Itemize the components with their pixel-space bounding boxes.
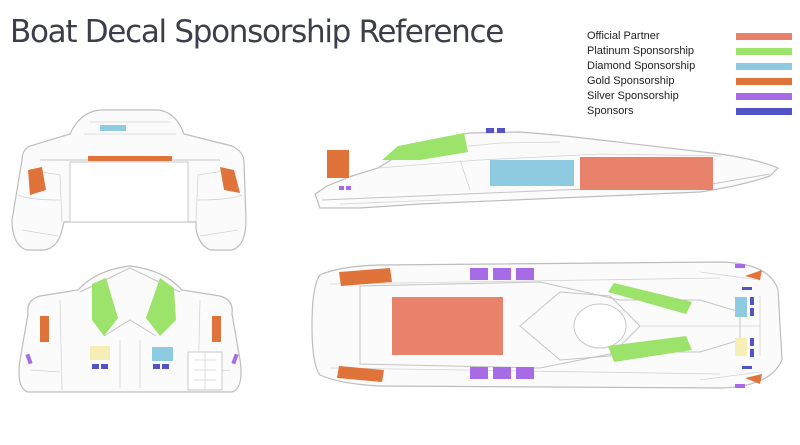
front-view [18,265,242,393]
top-view-sponsor-decal-2 [750,308,754,316]
side-view-platinum-decal [382,133,468,160]
top-view-silver-decal-2 [493,268,511,280]
legend-item-gold: Gold Sponsorship [587,75,797,90]
top-view-sponsor-decal-4 [750,349,754,357]
front-view-silver-decal-right [231,353,239,365]
top-view [311,261,783,389]
legend-swatch-official [736,33,792,40]
front-view-sponsor-decal-2 [101,364,108,369]
legend-label-gold: Gold Sponsorship [587,75,675,87]
top-view-silver-decal-5 [493,367,511,379]
legend-item-silver: Silver Sponsorship [587,90,797,105]
legend-item-platinum: Platinum Sponsorship [587,45,797,60]
legend-item-diamond: Diamond Sponsorship [587,60,797,75]
top-view-hull [311,261,783,389]
top-view-silver-decal-1 [470,268,488,280]
front-view-gold-decal-right [212,316,221,342]
front-view-platinum-decal-right [146,278,176,336]
front-view-hull [18,265,242,393]
side-view-diamond-decal [490,160,574,186]
top-view-sponsor-decal-3 [750,338,754,346]
front-view-gold-decal-left [40,316,49,342]
legend-label-official: Official Partner [587,30,660,42]
top-view-official-decal [392,297,503,355]
top-view-silver-decal-3 [516,268,534,280]
top-view-cockpit [573,303,627,349]
legend: Official Partner Platinum Sponsorship Di… [587,30,797,120]
front-view-platinum-decal-left [92,278,118,336]
top-view-silver-decal-7 [735,264,745,268]
legend-swatch-silver [736,93,792,100]
top-view-gold-decal-top [339,268,392,286]
page-title: Boat Decal Sponsorship Reference [10,14,504,50]
top-view-sponsor-decal-1 [750,297,754,305]
side-view-sponsor-decal-2 [497,128,505,133]
legend-item-official: Official Partner [587,30,797,45]
legend-swatch-sponsors [736,108,792,115]
top-view-sponsor-decal-5 [742,287,752,290]
legend-label-silver: Silver Sponsorship [587,90,679,102]
top-view-gold-decal-bottom [337,366,384,382]
top-view-gold-decal-tip-1 [745,270,762,280]
top-view-platinum-decal-top [608,283,692,314]
front-view-sponsor-decal-1 [92,364,99,369]
top-view-silver-decal-6 [516,367,534,379]
legend-swatch-diamond [736,63,792,70]
side-view-silver-decal-2 [346,186,351,190]
front-view-sponsor-decal-3 [153,364,160,369]
top-view-yellow-decal [735,338,747,356]
front-view-diamond-decal [152,347,173,361]
rear-view-gold-decal-right [220,167,240,193]
legend-swatch-platinum [736,48,792,55]
side-view-official-decal [580,157,713,190]
front-view-yellow-decal-left [90,346,110,360]
side-view-waterline [321,173,771,201]
top-view-silver-decal-8 [735,384,745,388]
side-view-silver-decal-1 [339,186,344,190]
rear-view [11,109,247,251]
rear-view-gold-decal-center [88,156,172,161]
legend-swatch-gold [736,78,792,85]
front-view-sponsor-decal-4 [162,364,169,369]
legend-label-sponsors: Sponsors [587,105,634,117]
front-view-silver-decal-left [25,353,33,365]
top-view-gold-decal-tip-2 [745,374,762,384]
rear-view-diamond-decal [100,125,126,131]
legend-item-sponsors: Sponsors [587,105,797,120]
top-view-diamond-decal [735,297,747,317]
top-view-platinum-decal-bottom [608,336,692,362]
top-view-sponsor-decal-6 [742,366,752,369]
side-view-sponsor-decal-1 [486,128,494,133]
side-view-gold-decal [327,150,349,178]
legend-label-platinum: Platinum Sponsorship [587,45,695,57]
legend-label-diamond: Diamond Sponsorship [587,60,696,72]
rear-view-transom [69,161,189,223]
side-view [314,128,780,209]
top-view-silver-decal-4 [470,367,488,379]
rear-view-gold-decal-left [28,167,46,195]
